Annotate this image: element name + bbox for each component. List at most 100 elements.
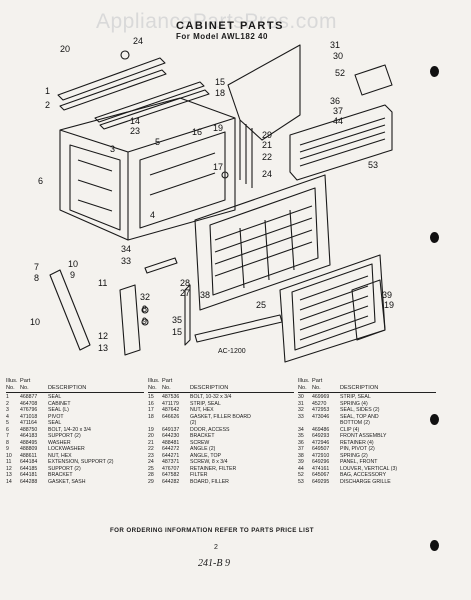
illus-number: 13 bbox=[6, 472, 12, 478]
part-description: FRONT ASSEMBLY bbox=[340, 433, 387, 439]
binder-hole bbox=[430, 414, 439, 425]
illus-number: 3 bbox=[6, 407, 9, 413]
part-description: SUPPORT (2) bbox=[48, 465, 81, 472]
illus-number: 20 bbox=[148, 433, 154, 439]
header-part-no: No. bbox=[20, 384, 29, 391]
illus-number: 53 bbox=[298, 478, 304, 485]
callout-34: 34 bbox=[121, 244, 131, 254]
diagram-code: AC-1200 bbox=[218, 348, 246, 355]
illus-number: 29 bbox=[148, 478, 154, 485]
illus-number: 37 bbox=[298, 446, 304, 452]
callout-1: 1 bbox=[45, 86, 50, 96]
part-number: 469486 bbox=[312, 426, 330, 433]
part-description: STRIP, SEAL bbox=[190, 400, 221, 407]
part-number: 649507 bbox=[312, 446, 330, 452]
callout-10: 10 bbox=[68, 259, 78, 269]
callout-23: 23 bbox=[130, 126, 140, 136]
part-description: PIVOT bbox=[48, 413, 64, 420]
illus-number: 18 bbox=[148, 413, 154, 420]
part-number: 468877 bbox=[20, 394, 38, 400]
screw-hardware bbox=[221, 171, 229, 179]
callout-9: 9 bbox=[70, 270, 75, 280]
callout-15: 15 bbox=[215, 77, 225, 87]
callout-28: 28 bbox=[180, 278, 190, 288]
illus-number: 44 bbox=[298, 465, 304, 472]
part-description: DOOR, ACCESS bbox=[190, 426, 230, 433]
callout-13: 13 bbox=[98, 343, 108, 353]
part-number: 644272 bbox=[162, 446, 180, 452]
part-description: SEAL (L) bbox=[48, 407, 69, 413]
callout-3: 3 bbox=[110, 144, 115, 154]
part-number: 644230 bbox=[162, 433, 180, 439]
header-description: DESCRIPTION bbox=[48, 384, 87, 391]
header-description: DESCRIPTION bbox=[190, 384, 229, 391]
illus-number: 15 bbox=[148, 394, 154, 400]
page-number: 2 bbox=[214, 544, 218, 551]
part-number: 488611 bbox=[20, 452, 37, 459]
part-description: WASHER bbox=[48, 439, 71, 446]
callout-32: 32 bbox=[140, 292, 150, 302]
part-description: SEAL, SIDES (2) bbox=[340, 407, 380, 413]
header-illus-no: No. bbox=[148, 384, 157, 391]
callout-24b: 24 bbox=[262, 169, 272, 179]
header-illus-no: No. bbox=[298, 384, 307, 391]
part-description: LOCKWASHER bbox=[48, 446, 85, 452]
part-description: SEAL bbox=[48, 420, 62, 426]
part-number: 644181 bbox=[20, 472, 38, 478]
part-number: 487642 bbox=[162, 407, 180, 413]
illus-number: 33 bbox=[298, 413, 304, 420]
nut-hardware bbox=[141, 306, 149, 314]
part-number: 644282 bbox=[162, 478, 180, 485]
callout-8: 8 bbox=[34, 273, 39, 283]
part-number: 647582 bbox=[162, 472, 180, 478]
page-title: CABINET PARTS bbox=[176, 20, 284, 32]
illus-number: 10 bbox=[6, 452, 12, 459]
watermark: AppliancePartsPros.com bbox=[96, 10, 337, 33]
callout-24: 24 bbox=[133, 36, 143, 46]
part-description: BOLT, 10-32 x 3/4 bbox=[190, 394, 232, 400]
part-number: 464708 bbox=[20, 400, 38, 407]
header-part: Part bbox=[312, 378, 323, 384]
illus-number: 32 bbox=[298, 407, 304, 413]
illus-number: 35 bbox=[298, 433, 304, 439]
part-description: PIN, PIVOT (2) bbox=[340, 446, 375, 452]
callout-19b: 19 bbox=[384, 300, 394, 310]
part-description: GASKET, FILLER BOARD bbox=[190, 413, 251, 420]
part-number: 488750 bbox=[20, 426, 38, 433]
part-number: 649296 bbox=[312, 459, 330, 465]
callout-10b: 10 bbox=[30, 317, 40, 327]
illus-number: 21 bbox=[148, 439, 154, 446]
part-description: BOTTOM (2) bbox=[340, 420, 370, 426]
part-description: SUPPORT (2) bbox=[48, 433, 81, 439]
illus-number: 38 bbox=[298, 452, 304, 459]
access-door bbox=[351, 279, 386, 341]
header-part-no: No. bbox=[312, 384, 321, 391]
illus-number: 8 bbox=[6, 439, 9, 446]
part-number: 474161 bbox=[312, 465, 330, 472]
callout-4: 4 bbox=[150, 210, 155, 220]
callout-39: 39 bbox=[382, 290, 392, 300]
header-part-no: No. bbox=[162, 384, 171, 391]
illus-number: 34 bbox=[298, 426, 304, 433]
part-description: SEAL bbox=[48, 394, 62, 400]
part-description: BRACKET bbox=[48, 472, 73, 478]
part-description: FILTER bbox=[190, 472, 208, 478]
part-number: 487371 bbox=[162, 459, 180, 465]
callout-38: 38 bbox=[200, 290, 210, 300]
part-description: STRIP, SEAL bbox=[340, 394, 371, 400]
filler-board bbox=[227, 44, 301, 141]
part-number: 45270 bbox=[312, 400, 327, 407]
part-number: 644185 bbox=[20, 465, 38, 472]
